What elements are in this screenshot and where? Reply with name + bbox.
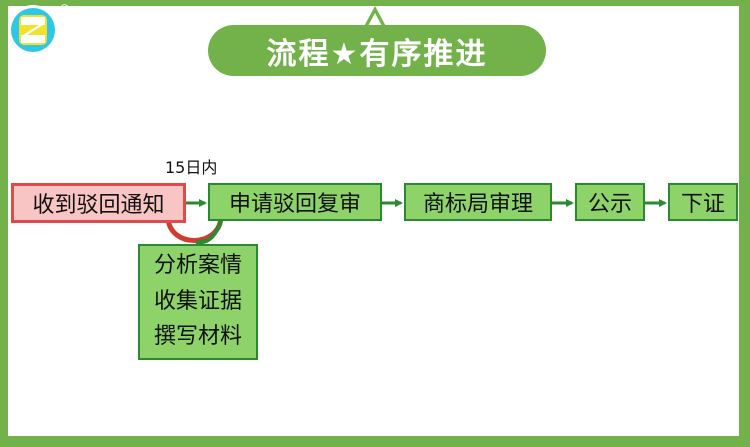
task-item: 分析案情 bbox=[153, 253, 242, 279]
title-banner: 流程★有序推进 bbox=[208, 25, 546, 76]
task-item: 收集证据 bbox=[153, 288, 242, 314]
review-tasks-box: 分析案情 收集证据 撰写材料 bbox=[138, 244, 258, 360]
logo-icon bbox=[8, 5, 58, 55]
step-label: 下证 bbox=[680, 192, 725, 217]
step-label: 收到驳回通知 bbox=[32, 193, 165, 218]
step-certificate: 下证 bbox=[668, 183, 738, 221]
page-title: 流程★有序推进 bbox=[266, 36, 488, 72]
step-label: 公示 bbox=[587, 192, 632, 217]
step-office-examination: 商标局审理 bbox=[404, 183, 552, 221]
registered-mark: ® bbox=[59, 2, 70, 15]
step-label: 申请驳回复审 bbox=[228, 192, 361, 217]
step-apply-review: 申请驳回复审 bbox=[208, 183, 382, 221]
step-label: 商标局审理 bbox=[422, 192, 533, 217]
task-item: 撰写材料 bbox=[153, 324, 242, 350]
days-label: 15日内 bbox=[165, 158, 218, 177]
step-publication: 公示 bbox=[575, 183, 645, 221]
step-receive-rejection: 收到驳回通知 bbox=[11, 183, 186, 223]
